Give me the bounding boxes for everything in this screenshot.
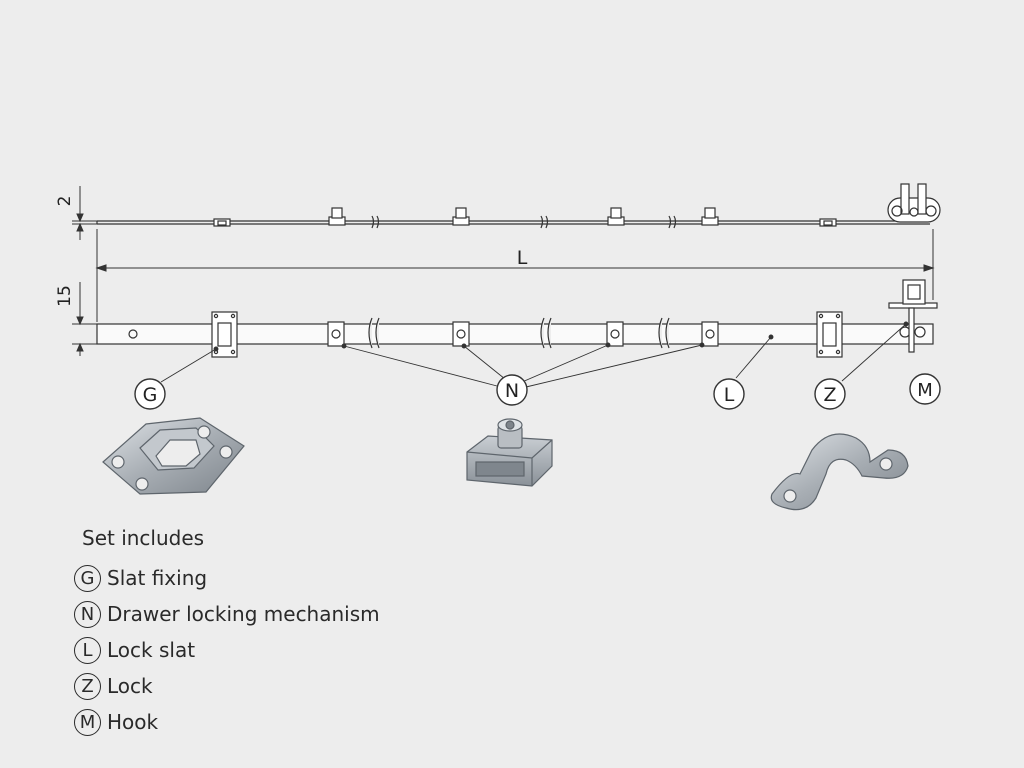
callout-m-label: M [917,380,933,401]
top-clip-4 [701,207,719,226]
dimension-height [72,282,97,356]
top-view [96,183,941,229]
front-view-slat [96,317,934,349]
legend-item-slat-fixing: G Slat fixing [74,560,380,596]
legend-title: Set includes [82,526,205,550]
locking-mechanism-2 [452,321,470,347]
front-lock-assembly [888,279,938,353]
legend-label: Slat fixing [107,566,208,590]
legend: Set includes G Slat fixing N Drawer lock… [74,524,380,740]
legend-item-lock: Z Lock [74,668,380,704]
top-clip-2 [452,207,470,226]
callout-l-label: L [724,384,735,406]
legend-letter: G [74,564,101,592]
legend-letter: L [74,636,101,664]
callout-n-label: N [505,380,519,402]
callout-l: L [713,378,745,410]
top-clip-1 [328,207,346,226]
locking-mechanism-photo [466,418,553,487]
callout-z: Z [814,378,846,410]
dimension-length [95,229,935,322]
slat-fixing-photo [102,417,245,495]
callout-g-label: G [143,384,158,406]
legend-letter: N [74,600,101,628]
dimension-thickness-label: 2 [55,196,75,207]
legend-label: Lock slat [107,638,196,662]
legend-item-hook: M Hook [74,704,380,740]
locking-mechanism-3 [606,321,624,347]
dimension-height-label: 15 [55,285,75,307]
legend-item-lock-slat: L Lock slat [74,632,380,668]
legend-label: Drawer locking mechanism [107,602,380,626]
top-lock [887,183,941,223]
dimension-thickness [72,186,97,240]
legend-label: Hook [107,710,159,734]
callout-n: N [496,374,528,406]
legend-letter: Z [74,672,101,700]
legend-item-drawer-locking-mechanism: N Drawer locking mechanism [74,596,380,632]
legend-label: Lock [107,674,153,698]
slat-fixing-right [816,311,843,358]
callout-m: M [909,373,941,405]
dimension-length-label: L [517,247,528,269]
locking-mechanism-4 [701,321,719,347]
top-clip-3 [607,207,625,226]
lock-photo [770,433,909,511]
leader-lines [160,321,909,388]
callout-g: G [134,378,166,410]
callout-z-label: Z [823,384,836,406]
legend-letter: M [74,708,101,736]
locking-mechanism-1 [327,321,345,347]
